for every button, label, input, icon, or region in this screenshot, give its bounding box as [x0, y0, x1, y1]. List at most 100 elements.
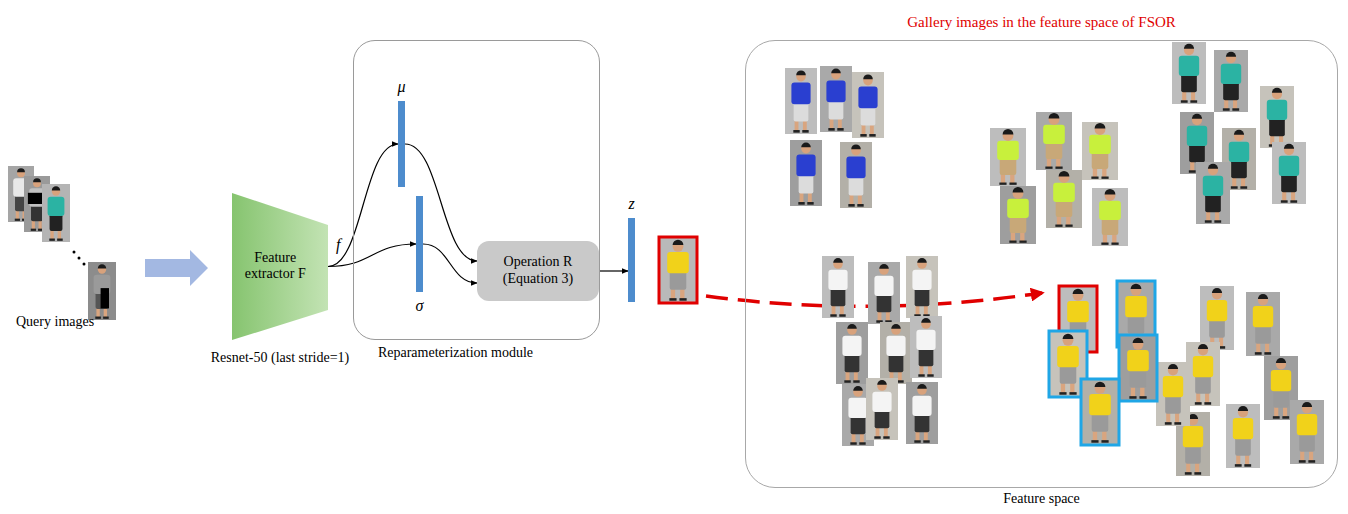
photo-ground [1120, 336, 1156, 400]
photo-ground [1290, 400, 1324, 464]
photo-ground [42, 184, 70, 242]
person-thumbnail [840, 142, 872, 208]
shirt [997, 141, 1019, 160]
shirt [796, 155, 815, 177]
shoe [1214, 220, 1221, 222]
node-text: Operation R (Equation 3) [485, 254, 591, 288]
pants [1273, 389, 1289, 408]
hair [851, 144, 861, 149]
person-thumbnail [1272, 142, 1306, 204]
pants [829, 100, 844, 119]
photo-ground [790, 140, 822, 206]
hair [831, 68, 841, 73]
photo-ground [785, 68, 817, 134]
shoe [869, 134, 875, 137]
pants [670, 271, 687, 290]
hair [891, 324, 901, 329]
person-thumbnail [836, 322, 868, 384]
hair [863, 74, 873, 79]
hair [917, 384, 927, 389]
node-text: Reparameterization module [371, 345, 541, 362]
hair [796, 70, 806, 75]
hair [1105, 189, 1116, 194]
person-images [8, 42, 1324, 476]
shoe [1111, 243, 1118, 245]
person-thumbnail [1156, 362, 1190, 426]
shoe [923, 440, 929, 442]
photo-ground [1186, 342, 1220, 406]
shirt [1007, 199, 1029, 218]
pants [50, 214, 63, 231]
ellipsis-dot [83, 263, 86, 266]
shoe [95, 317, 101, 319]
feature-space-panel: Gallery images in the feature space of F… [745, 40, 1338, 488]
node-text: z [628, 194, 634, 213]
pants [1223, 82, 1239, 100]
shoe [1009, 183, 1016, 185]
hair [1272, 88, 1282, 93]
photo-ground [910, 316, 942, 378]
person-thumbnail [1260, 86, 1294, 148]
shirt [1089, 394, 1111, 415]
node-text: μ [397, 77, 405, 96]
module-box: Reparameterization moduleμσOperation R (… [353, 40, 600, 340]
photo-ground [868, 262, 900, 324]
shoe [837, 128, 843, 131]
hair [17, 168, 25, 172]
connector-arrow [328, 244, 416, 267]
photo-ground [1172, 42, 1206, 104]
pants [1185, 445, 1201, 464]
hair [877, 380, 887, 385]
shirt [846, 157, 865, 179]
pants [877, 294, 892, 312]
hair [1059, 171, 1070, 176]
person-thumbnail [906, 256, 938, 318]
person-thumbnail [1226, 404, 1260, 468]
shoe [31, 229, 36, 231]
photo-ground [880, 322, 912, 384]
photo-ground [1036, 112, 1072, 170]
shirt [1279, 156, 1299, 176]
ellipsis-dot [73, 251, 76, 254]
pants [1130, 369, 1147, 388]
photo-ground [1156, 362, 1190, 426]
shoe [1240, 186, 1247, 188]
shoe [57, 239, 63, 241]
shoe [1190, 100, 1197, 102]
shoe [874, 436, 880, 438]
shoe [793, 130, 799, 133]
hair [1131, 284, 1142, 289]
shoe [1264, 352, 1271, 355]
hair [1168, 364, 1178, 369]
shirt [1271, 370, 1291, 391]
hair [52, 186, 60, 190]
shoe [103, 317, 109, 319]
hair [1302, 402, 1312, 407]
shoe [1205, 220, 1212, 222]
shoe [1281, 200, 1288, 202]
shoe [860, 134, 866, 137]
connector-arrow [423, 244, 477, 283]
shoe [1101, 440, 1108, 443]
person-thumbnail [880, 322, 912, 384]
shoe [839, 314, 845, 316]
person-thumbnail [1000, 186, 1036, 244]
shirt [1125, 296, 1147, 317]
person-thumbnail [1036, 112, 1072, 170]
shoe [669, 298, 676, 301]
shoe [1045, 167, 1052, 169]
hair [1095, 382, 1106, 387]
shirt [842, 336, 861, 356]
photo-ground [1246, 292, 1280, 356]
shirt [826, 81, 845, 103]
shirt [1203, 176, 1223, 196]
shoe [1235, 464, 1242, 467]
shoe [1165, 422, 1172, 425]
encoder-trapezoid: Feature extractor FResnet-50 (last strid… [232, 193, 328, 340]
person-thumbnail [852, 72, 884, 138]
person-thumbnail [1082, 122, 1118, 180]
photo-ground [1046, 170, 1082, 228]
photo-ground [906, 382, 938, 444]
photo-ground [822, 256, 854, 318]
photo-ground [866, 378, 898, 440]
